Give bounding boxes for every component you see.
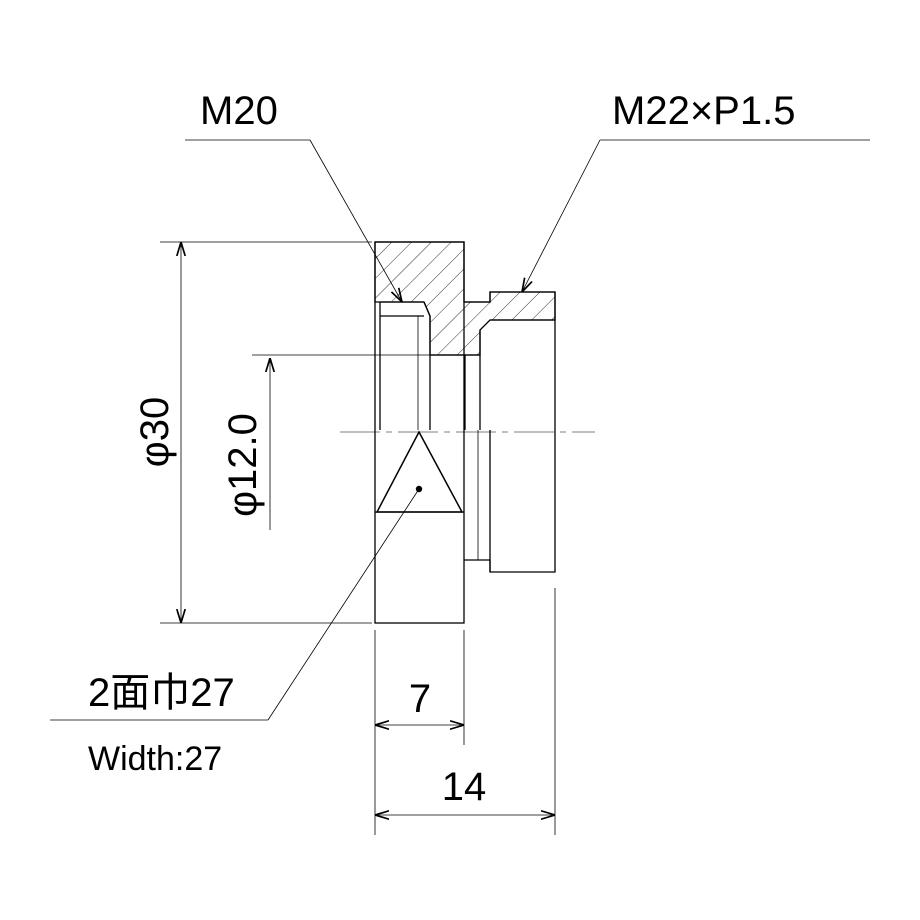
dimension-dia30 (160, 241, 372, 624)
dim14-label: 14 (442, 765, 487, 809)
m20-label: M20 (200, 89, 278, 133)
width27-jp-label: 2面巾27 (88, 671, 235, 715)
m22-label: M22×P1.5 (612, 89, 795, 133)
dia30-label: φ30 (133, 397, 177, 467)
section-hatch (374, 241, 556, 356)
leader-m22 (522, 139, 870, 292)
part-body (374, 241, 556, 624)
leader-width27 (50, 488, 420, 721)
dim7-label: 7 (409, 677, 431, 721)
dimension-dia12 (252, 354, 430, 530)
leader-m20 (185, 139, 402, 302)
width27-en-label: Width:27 (88, 740, 222, 778)
dimension-14 (375, 588, 556, 835)
dia12-label: φ12.0 (221, 413, 265, 517)
dimension-7 (374, 630, 465, 835)
hex-flat-triangle (375, 430, 464, 513)
